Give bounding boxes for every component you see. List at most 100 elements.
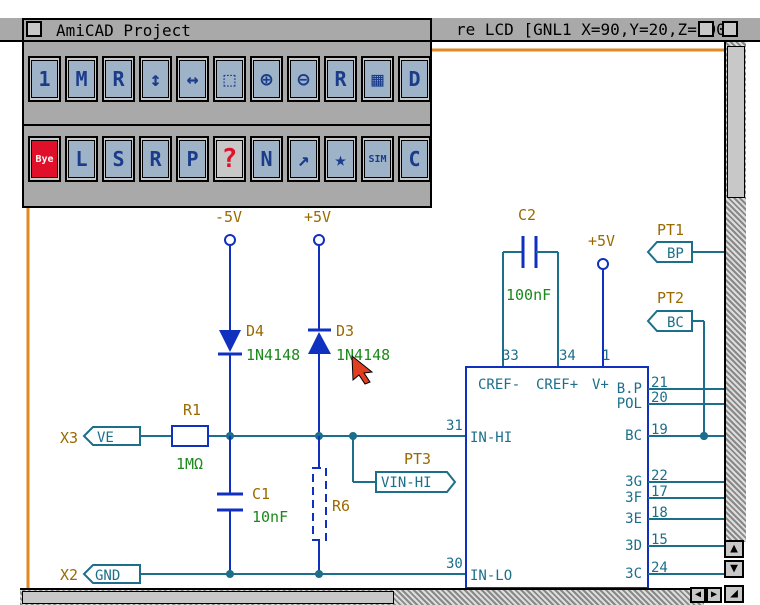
c-tool-icon: C xyxy=(401,140,428,178)
bye-tool-button[interactable]: Bye xyxy=(28,136,61,182)
main-window-title: re LCD [GNL1 X=90,Y=20,Z=100 xyxy=(456,20,726,39)
capacitor-c2: C2 100nF xyxy=(502,206,559,367)
ic-pin-number: 24 xyxy=(651,560,668,576)
ic-pin-number: 15 xyxy=(651,532,668,548)
svg-text:31: 31 xyxy=(446,418,463,434)
vertical-scrollbar[interactable] xyxy=(724,42,746,542)
svg-text:CREF-: CREF- xyxy=(478,377,520,393)
svg-text:-5V: -5V xyxy=(215,208,242,226)
svg-text:100nF: 100nF xyxy=(506,286,551,304)
svg-text:GND: GND xyxy=(95,568,120,584)
horizontal-scroll-knob[interactable] xyxy=(22,591,394,604)
resize-gadget-icon[interactable]: ◢ xyxy=(724,585,744,603)
reload-tool-icon: R xyxy=(142,140,169,178)
close-icon[interactable] xyxy=(26,21,42,37)
redraw-tool-button[interactable]: R xyxy=(324,56,357,102)
scroll-right-arrow-icon[interactable]: ▶ xyxy=(706,587,722,603)
svg-text:D3: D3 xyxy=(336,322,354,340)
ic-pin-number: 21 xyxy=(651,375,668,391)
supply-minus5v: -5V xyxy=(215,208,242,330)
scroll-down-arrow-icon[interactable]: ▼ xyxy=(724,560,744,578)
move-tool-button[interactable]: M xyxy=(65,56,98,102)
window-zoom-icon[interactable] xyxy=(698,21,714,37)
svg-text:IN-LO: IN-LO xyxy=(470,568,512,584)
export-tool-button[interactable]: ↗ xyxy=(287,136,320,182)
toolbox-titlebar[interactable]: AmiCAD Project xyxy=(24,20,430,42)
wire-tool-icon: 1 xyxy=(31,60,58,98)
svg-text:1N4148: 1N4148 xyxy=(246,346,300,364)
svg-text:+5V: +5V xyxy=(304,208,331,226)
capacitor-c1: C1 10nF xyxy=(217,436,288,574)
sim-tool-icon: SIM xyxy=(364,140,391,178)
component-tool-button[interactable]: ★ xyxy=(324,136,357,182)
mirror-horizontal-tool-button[interactable]: ↔ xyxy=(176,56,209,102)
c-tool-button[interactable]: C xyxy=(398,136,431,182)
load-tool-icon: L xyxy=(68,140,95,178)
d-tool-icon: D xyxy=(401,60,428,98)
svg-text:10nF: 10nF xyxy=(252,508,288,526)
ic-body: 33 34 1 CREF- CREF+ V+ 31 IN-HI 30 IN-LO xyxy=(446,348,649,588)
svg-text:33: 33 xyxy=(502,348,519,364)
zoom-in-tool-icon: ⊕ xyxy=(253,60,280,98)
save-tool-button[interactable]: S xyxy=(102,136,135,182)
svg-text:1N4148: 1N4148 xyxy=(336,346,390,364)
ic-pin-number: 19 xyxy=(651,422,668,438)
svg-text:BC: BC xyxy=(667,315,684,331)
select-box-tool-button[interactable]: ⬚ xyxy=(213,56,246,102)
print-tool-icon: P xyxy=(179,140,206,178)
svg-text:1: 1 xyxy=(602,348,610,364)
sim-tool-button[interactable]: SIM xyxy=(361,136,394,182)
reload-tool-button[interactable]: R xyxy=(139,136,172,182)
svg-text:30: 30 xyxy=(446,556,463,572)
svg-text:PT1: PT1 xyxy=(657,221,684,239)
component-tool-icon: ★ xyxy=(327,140,354,178)
scroll-left-arrow-icon[interactable]: ◀ xyxy=(690,587,706,603)
rotate-tool-button[interactable]: R xyxy=(102,56,135,102)
supply-plus5v-1: +5V xyxy=(304,208,331,330)
svg-text:R1: R1 xyxy=(183,401,201,419)
ic-pin-number: 17 xyxy=(651,484,668,500)
ic-pin-label: BC xyxy=(625,428,642,444)
zoom-in-tool-button[interactable]: ⊕ xyxy=(250,56,283,102)
connector-x3: X3 VE xyxy=(60,426,141,447)
port-pt1: PT1 BP xyxy=(646,221,724,263)
resistor-r6: R6 xyxy=(312,436,350,574)
ic-pin-label: 3G xyxy=(625,474,642,490)
ic-pin-number: 22 xyxy=(651,468,668,484)
wire-tool-button[interactable]: 1 xyxy=(28,56,61,102)
window-depth-icon[interactable] xyxy=(722,21,738,37)
bye-tool-icon: Bye xyxy=(31,140,58,178)
supply-plus5v-2: +5V xyxy=(588,232,615,367)
horizontal-scrollbar[interactable] xyxy=(20,588,704,605)
zoom-out-tool-icon: ⊖ xyxy=(290,60,317,98)
svg-text:BP: BP xyxy=(667,246,684,262)
svg-text:VIN-HI: VIN-HI xyxy=(381,475,432,491)
load-tool-button[interactable]: L xyxy=(65,136,98,182)
ic-pin-number: 18 xyxy=(651,505,668,521)
ic-pin-label: 3F xyxy=(625,490,642,506)
svg-text:D4: D4 xyxy=(246,322,264,340)
vertical-scroll-knob[interactable] xyxy=(727,46,745,198)
svg-text:V+: V+ xyxy=(592,377,609,393)
help-tool-button[interactable]: ? xyxy=(213,136,246,182)
new-tool-button[interactable]: N xyxy=(250,136,283,182)
zoom-out-tool-button[interactable]: ⊖ xyxy=(287,56,320,102)
resistor-r1: R1 1MΩ xyxy=(171,401,209,473)
svg-text:X2: X2 xyxy=(60,566,78,584)
scroll-up-arrow-icon[interactable]: ▲ xyxy=(724,540,744,558)
ic-pin-label: B.P xyxy=(617,381,642,397)
d-tool-button[interactable]: D xyxy=(398,56,431,102)
ic-pin-label: 3C xyxy=(625,566,642,582)
move-tool-icon: M xyxy=(68,60,95,98)
mirror-vertical-tool-button[interactable]: ↕ xyxy=(139,56,172,102)
toolbar-divider xyxy=(24,124,430,126)
redraw-tool-icon: R xyxy=(327,60,354,98)
grid-tool-button[interactable]: ▦ xyxy=(361,56,394,102)
ic-pin-label: 3E xyxy=(625,511,642,527)
mirror-horizontal-tool-icon: ↔ xyxy=(179,60,206,98)
save-tool-icon: S xyxy=(105,140,132,178)
svg-text:C2: C2 xyxy=(518,206,536,224)
print-tool-button[interactable]: P xyxy=(176,136,209,182)
